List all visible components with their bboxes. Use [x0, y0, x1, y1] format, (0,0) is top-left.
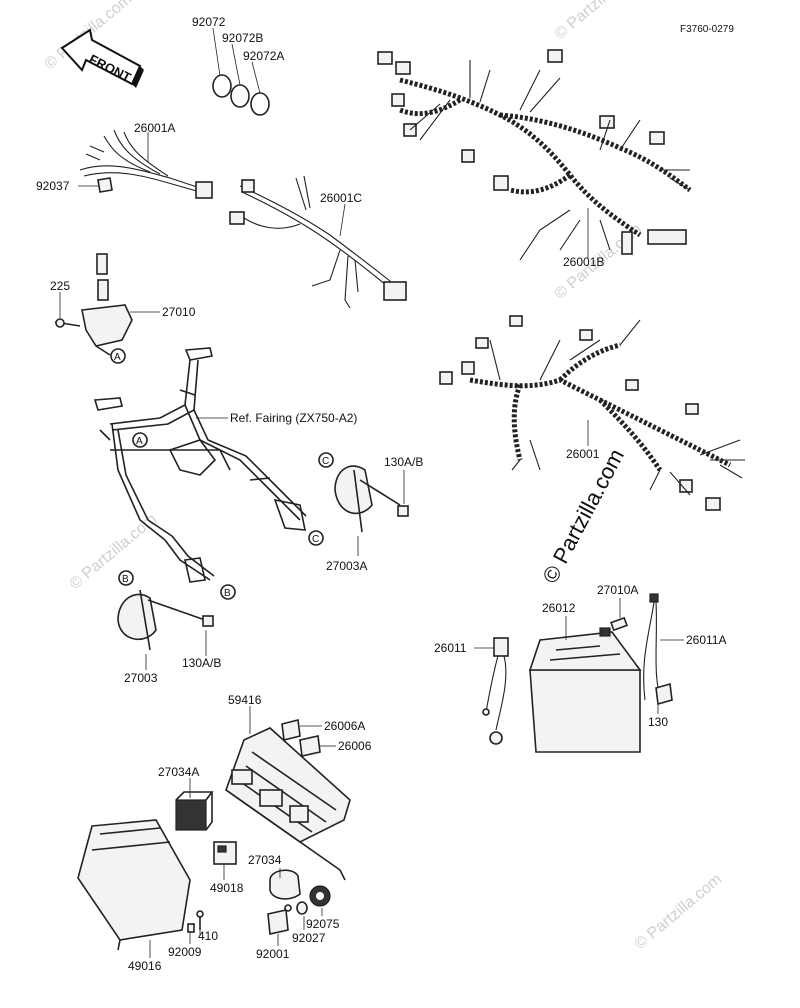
battery-26012-icon — [528, 627, 642, 753]
clip-92037-icon — [97, 177, 113, 193]
label-92072: 92072 — [192, 15, 226, 29]
cover-49016-icon — [77, 819, 191, 951]
label-92075: 92075 — [306, 917, 340, 931]
collar-92027-icon — [296, 901, 308, 915]
label-92009: 92009 — [168, 945, 202, 959]
label-26011: 26011 — [434, 641, 467, 655]
watermark-text: © Partzilla.com — [632, 871, 726, 953]
label-27010a: 27010A — [597, 583, 638, 597]
watermark-text: © Partzilla.com — [67, 511, 161, 593]
relay-27034a-icon — [175, 791, 214, 831]
label-59416: 59416 — [228, 693, 262, 707]
screw-410-icon — [196, 910, 204, 930]
label-92072b: 92072B — [222, 31, 263, 45]
label-27010: 27010 — [162, 305, 196, 319]
label-27003a: 27003A — [326, 559, 367, 573]
label-27034: 27034 — [248, 853, 282, 867]
diagram-code: F3760-0279 — [680, 24, 734, 35]
fuse-26006-icon — [299, 735, 321, 757]
label-26001b: 26001B — [563, 255, 604, 269]
spacer-92009-icon — [187, 923, 195, 933]
callout-b-circle — [118, 570, 134, 586]
callout-c: C — [312, 534, 319, 545]
label-130ab-2: 130A/B — [182, 656, 221, 670]
label-26006: 26006 — [338, 739, 372, 753]
callout-a: A — [114, 352, 121, 363]
relay-27010-icon — [81, 253, 133, 356]
battery-cable-26011a-icon — [643, 593, 673, 706]
label-130: 130 — [648, 715, 668, 729]
callout-b-circle — [220, 584, 236, 600]
horn-27003-icon — [117, 589, 206, 651]
callout-a-circle — [110, 348, 126, 364]
label-26006a: 26006A — [324, 719, 365, 733]
fuse-27010a-icon — [610, 616, 628, 632]
relay-27034-icon — [269, 869, 301, 900]
label-92001: 92001 — [256, 947, 290, 961]
label-26001: 26001 — [566, 447, 600, 461]
callout-c-circle — [318, 452, 334, 468]
callout-a: A — [136, 436, 143, 447]
label-27003: 27003 — [124, 671, 158, 685]
relay-box-59416-icon — [225, 727, 351, 881]
ring-92072-icon — [212, 74, 270, 116]
bolt-92001-icon — [267, 904, 292, 935]
label-410: 410 — [198, 929, 218, 943]
label-225: 225 — [50, 279, 70, 293]
bolt-130ab-icon — [202, 615, 214, 627]
sub-harness-26001c-icon — [229, 175, 407, 309]
bolt-130ab-icon — [397, 505, 409, 517]
label-26011a: 26011A — [686, 633, 726, 647]
front-arrow-icon — [60, 28, 144, 88]
main-harness-26001b-icon — [377, 49, 692, 261]
label-27034a: 27034A — [158, 765, 199, 779]
label-92037: 92037 — [36, 179, 70, 193]
label-92072a: 92072A — [243, 49, 284, 63]
callout-b: B — [224, 588, 231, 599]
watermark-text-main: © Partzilla.com — [537, 445, 629, 588]
callout-b: B — [122, 574, 129, 585]
watermark-text: © Partzilla.com — [552, 0, 646, 43]
grommet-92075-icon — [309, 885, 331, 907]
callout-c: C — [322, 456, 329, 467]
horn-27003a-icon — [334, 465, 401, 533]
label-49018: 49018 — [210, 881, 244, 895]
label-92027: 92027 — [292, 931, 326, 945]
fuse-26006a-icon — [281, 719, 301, 741]
main-harness-26001-icon — [439, 315, 745, 511]
fairing-bracket-icon — [93, 347, 307, 583]
callout-a-circle — [132, 432, 148, 448]
relay-49018-icon — [213, 841, 237, 865]
label-26001c: 26001C — [320, 191, 362, 205]
callout-c-circle — [308, 530, 324, 546]
battery-cable-26011-icon — [482, 637, 509, 745]
sub-harness-26001a-icon — [79, 129, 213, 199]
screw-225-icon — [54, 318, 81, 328]
label-130ab-1: 130A/B — [384, 455, 423, 469]
label-26001a: 26001A — [134, 121, 175, 135]
ref-fairing-note: Ref. Fairing (ZX750-A2) — [230, 411, 357, 425]
label-26012: 26012 — [542, 601, 576, 615]
label-49016: 49016 — [128, 959, 162, 973]
